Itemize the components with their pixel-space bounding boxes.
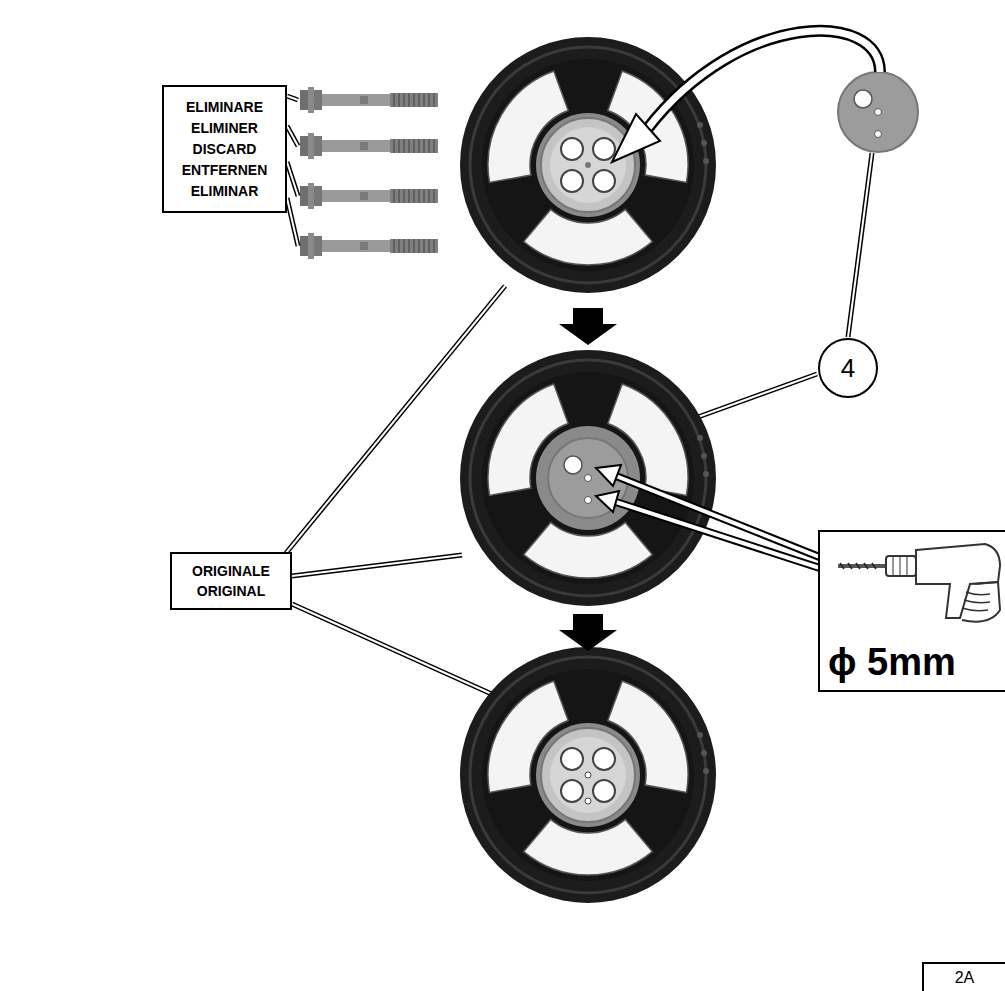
- label-box: ELIMINAREELIMINERDISCARDENTFERNENELIMINA…: [162, 85, 287, 213]
- label-text: ENTFERNEN: [182, 160, 268, 181]
- step-arrow: [559, 614, 617, 651]
- callout-circle: 4: [818, 338, 878, 398]
- figure-tag: 2A: [922, 962, 1005, 991]
- bolt: [300, 87, 438, 113]
- pulley-middle: [460, 350, 716, 606]
- plate-part: [838, 72, 918, 152]
- drill-arrows: [596, 465, 832, 572]
- insert-arrow: [612, 31, 880, 162]
- label-box: ORIGINALEORIGINAL: [170, 552, 292, 610]
- step-arrow: [559, 308, 617, 345]
- label-text: DISCARD: [193, 139, 257, 160]
- drill: [838, 544, 1000, 622]
- label-text: ORIGINALE: [192, 561, 270, 581]
- label-text: ϕ 5mm: [828, 640, 956, 684]
- callout-number: 4: [841, 353, 855, 383]
- label-text: ELIMINARE: [186, 97, 263, 118]
- bolt: [300, 233, 438, 259]
- label-text: ELIMINAR: [191, 181, 259, 202]
- drill-size-box: ϕ 5mm: [818, 530, 1005, 692]
- label-text: ELIMINER: [191, 118, 258, 139]
- label-text: ORIGINAL: [197, 581, 265, 601]
- bolt: [300, 183, 438, 209]
- pulley-top: [460, 37, 716, 293]
- bolt: [300, 133, 438, 159]
- leader-lines: [286, 96, 872, 700]
- pulley-bottom: [460, 647, 716, 903]
- label-text: 2A: [955, 968, 975, 988]
